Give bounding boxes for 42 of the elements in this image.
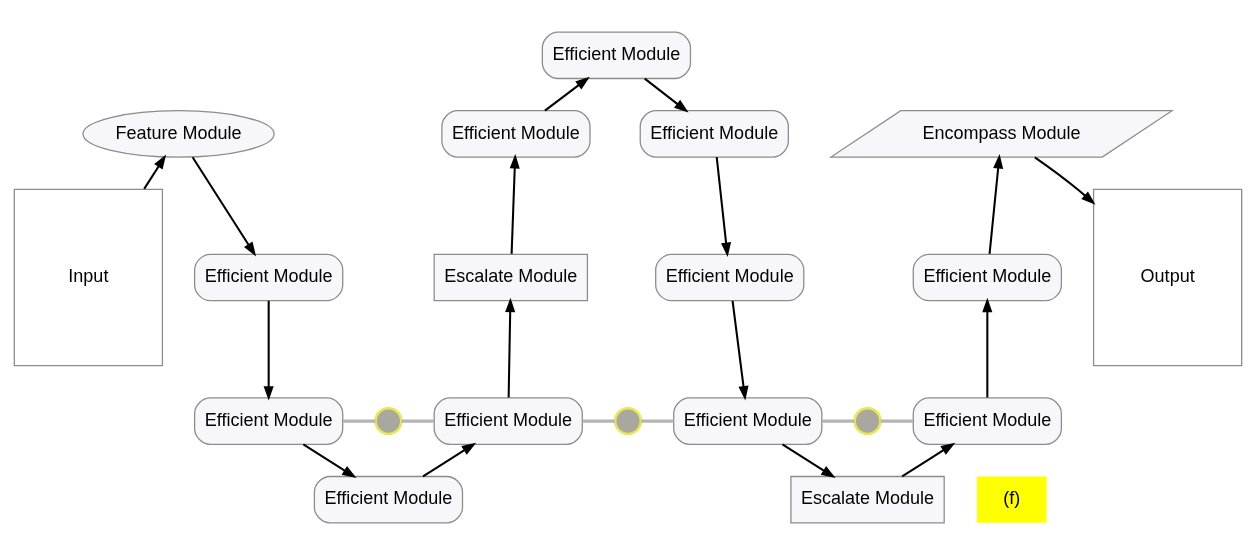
arrow <box>544 76 590 111</box>
arrow <box>509 153 520 254</box>
node-box: Efficient Module <box>673 396 823 445</box>
node-box: Efficient Module <box>912 253 1063 301</box>
node-box: Efficient Module <box>433 396 583 445</box>
node-box: Escalate Module <box>433 253 589 301</box>
arrow <box>422 442 477 477</box>
arrow <box>715 156 732 257</box>
connector <box>822 419 855 423</box>
connector <box>641 419 674 423</box>
connector <box>343 419 376 423</box>
node-box: Efficient Module <box>441 109 591 158</box>
connector <box>880 419 914 423</box>
arrow <box>731 300 749 401</box>
node-circle <box>613 406 643 435</box>
node-box: Efficient Module <box>639 109 789 158</box>
arrow <box>191 156 257 256</box>
node-ellipse: Feature Module <box>82 109 275 158</box>
node-box: Efficient Module <box>193 396 344 445</box>
connector <box>582 419 615 423</box>
node-circle <box>853 406 882 435</box>
arrow <box>988 153 1004 254</box>
node-box: Escalate Module <box>790 475 945 523</box>
node-box: Efficient Module <box>541 31 692 79</box>
connector <box>401 419 435 423</box>
node-box: Efficient Module <box>912 396 1063 445</box>
node-circle <box>374 406 403 435</box>
arrow <box>143 154 167 189</box>
arrow <box>781 443 836 478</box>
arrow <box>302 443 357 478</box>
arrow <box>1034 155 1096 205</box>
label: (f) <box>1003 487 1021 508</box>
node-box: Efficient Module <box>655 253 805 301</box>
arrow <box>901 442 956 477</box>
arrow <box>644 77 689 113</box>
node-box: Efficient Module <box>193 253 344 301</box>
node-box: Input <box>13 188 164 366</box>
arrow <box>263 300 274 401</box>
node-box: Output <box>1092 188 1243 366</box>
arrow <box>505 297 516 397</box>
node-box: Efficient Module <box>313 475 464 523</box>
arrow <box>982 297 993 397</box>
